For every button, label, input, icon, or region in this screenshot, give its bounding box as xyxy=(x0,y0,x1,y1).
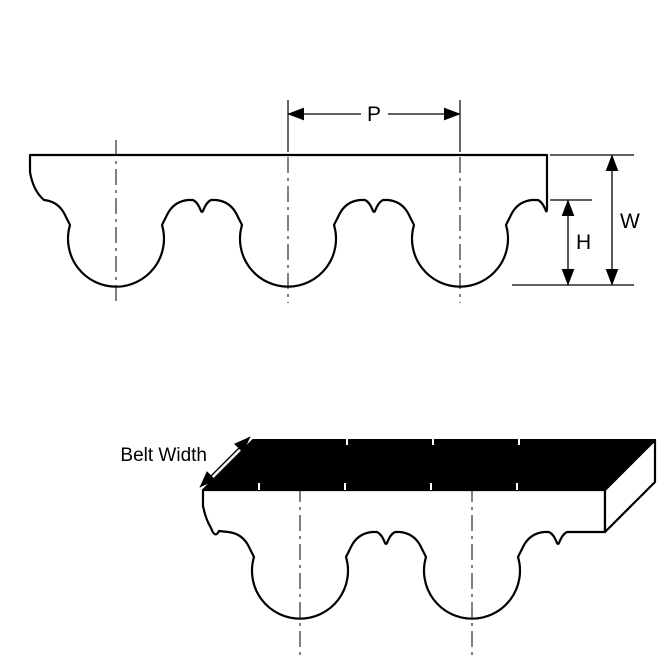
tooth-height-dimension: H xyxy=(550,199,592,286)
pitch-dimension: P xyxy=(287,99,461,152)
tooth-height-label: H xyxy=(576,231,591,254)
profile-section-view: P W H xyxy=(28,99,640,303)
top-surface-tick-marks xyxy=(258,437,520,490)
pitch-label-background xyxy=(361,99,388,128)
belt-top-surface xyxy=(202,439,656,491)
isometric-belt-view: Belt Width xyxy=(120,436,657,657)
belt-width-label: Belt Width xyxy=(120,445,207,466)
belt-front-face xyxy=(201,488,607,620)
belt-width-dimension: Belt Width xyxy=(120,436,251,488)
belt-width-arrow xyxy=(199,436,251,488)
pitch-label: P xyxy=(367,103,381,126)
thickness-label: W xyxy=(620,210,640,233)
